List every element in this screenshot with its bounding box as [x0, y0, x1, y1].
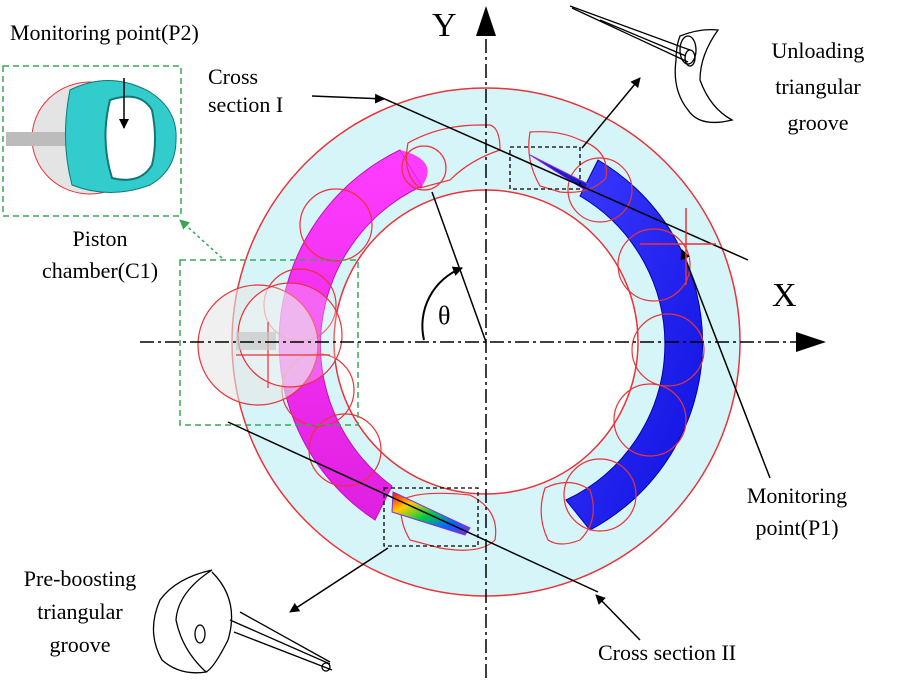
monitoring-p2-label: Monitoring point(P2) [10, 20, 199, 45]
preboosting-groove-dashed-box [383, 487, 479, 547]
y-axis-label: Y [432, 7, 457, 44]
theta-label: θ [438, 301, 450, 330]
high-pressure-kidney-port [278, 149, 423, 521]
theta-arc [421, 266, 463, 341]
piston-chamber-c1 [197, 282, 343, 406]
piston-3d-model [6, 78, 177, 195]
monitoring-p1-crosshair [640, 208, 716, 285]
preboosting-groove-sketch [152, 569, 333, 674]
cross-section-ii-arrow [595, 594, 641, 641]
x-axis-label: X [772, 277, 797, 314]
cross-section-ii-line [227, 421, 599, 593]
unloading-groove-sketch [569, 5, 734, 124]
monitoring-p1-arrow [680, 249, 771, 479]
inset-pointer-arrow [179, 219, 223, 259]
cross-section-ii-label: Cross section II [598, 640, 736, 665]
unloading-groove-dashed-box [509, 146, 581, 190]
y-axis-arrowhead [476, 6, 496, 36]
x-axis-arrowhead [796, 332, 826, 352]
unloading-triangular-groove-mark [529, 154, 589, 191]
cross-section-i-arrow [311, 93, 385, 104]
piston-bores-right [563, 157, 705, 532]
preboosting-groove-arrow [289, 547, 389, 613]
inset-frame [2, 65, 182, 217]
unloading-groove-arrow [581, 77, 641, 149]
